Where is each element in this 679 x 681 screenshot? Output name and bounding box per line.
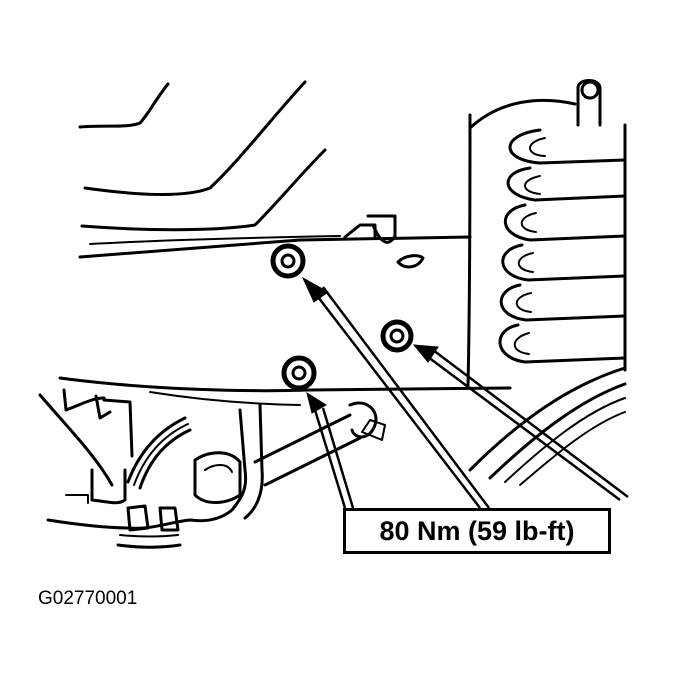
leader-line-lower bbox=[306, 391, 355, 509]
body-panel-outlines bbox=[58, 80, 577, 406]
axle-tube bbox=[468, 366, 627, 486]
leader-line-right bbox=[412, 344, 629, 502]
torque-label: 80 Nm (59 lb-ft) bbox=[379, 515, 575, 546]
mounting-nut-upper bbox=[270, 243, 306, 279]
mounting-nut-right bbox=[380, 319, 414, 353]
torque-callout: 80 Nm (59 lb-ft) bbox=[343, 508, 611, 554]
mounting-nut-lower bbox=[281, 355, 317, 391]
leader-line-upper bbox=[301, 276, 490, 509]
coil-spring bbox=[498, 79, 627, 372]
lower-bracket bbox=[38, 388, 386, 549]
figure-id: G02770001 bbox=[38, 588, 138, 609]
